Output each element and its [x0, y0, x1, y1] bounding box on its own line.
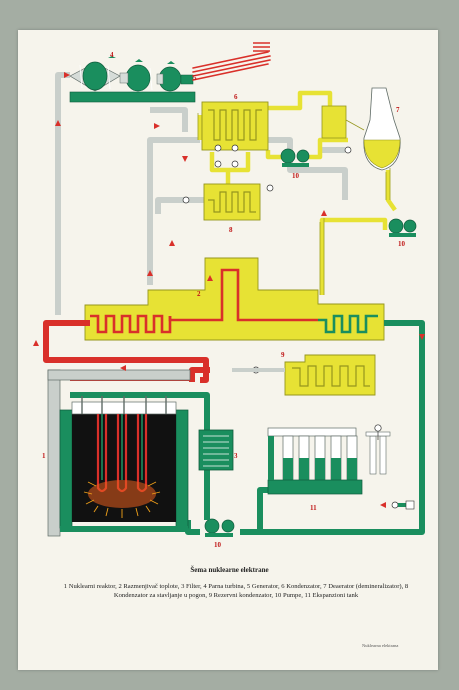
- expansion-tank-11: [267, 424, 415, 510]
- steam-line-mid: [260, 137, 348, 200]
- label-deaerator: 7: [396, 106, 400, 114]
- label-filter: 3: [234, 452, 238, 460]
- pump-right: [388, 218, 417, 237]
- label-pump-bottom: 10: [214, 541, 222, 549]
- flow-arrows: [33, 72, 425, 508]
- steam-line-left-vertical: [147, 137, 200, 285]
- diagram-legend: 1 Nuklearni reaktor, 2 Razmenjivač toplo…: [63, 583, 409, 599]
- turbine-generator: [69, 56, 196, 103]
- pump-top: [280, 148, 310, 167]
- label-startup-condenser: 8: [229, 226, 233, 234]
- reactor-core-glow: [83, 480, 161, 518]
- page-folio: Nuklearna elektrana: [362, 643, 399, 648]
- condenser-6: [201, 101, 269, 151]
- steam-line-turbine-exhaust: [150, 107, 188, 132]
- output-fork: [253, 42, 270, 52]
- filter-3: [198, 429, 234, 471]
- label-pump-top: 10: [292, 172, 300, 180]
- steam-lines: [55, 72, 348, 315]
- reserve-condenser-9: [232, 354, 376, 396]
- reactor-1: [47, 369, 191, 537]
- heat-exchanger-2: [84, 257, 385, 341]
- label-condenser: 6: [234, 93, 238, 101]
- label-reactor: 1: [42, 452, 46, 460]
- yellow-pipes: [197, 90, 397, 295]
- label-heat-exchanger: 2: [197, 290, 201, 298]
- deaerator-7: [321, 87, 401, 171]
- label-expansion-tank: 11: [310, 504, 317, 512]
- label-reserve-condenser: 9: [281, 351, 285, 359]
- steam-line-reactor-to-turbine: [55, 72, 70, 315]
- generator-output-lines: [192, 51, 271, 81]
- pump-bottom: [204, 518, 235, 537]
- diagram-title: Šema nuklearne elektrane: [190, 566, 269, 574]
- label-turbine: 4: [110, 51, 114, 59]
- label-pump-right: 10: [398, 240, 406, 248]
- condenser-8: [203, 183, 261, 221]
- label-generator: 5: [193, 74, 197, 82]
